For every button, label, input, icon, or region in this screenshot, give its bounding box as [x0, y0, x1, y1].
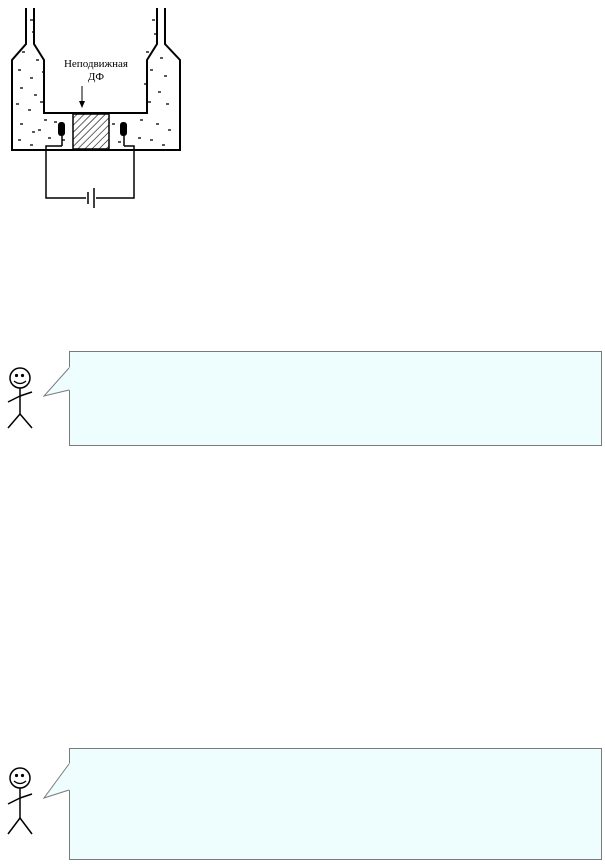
smiley-stick-figure-icon	[7, 367, 33, 429]
liquid-fill-right	[138, 19, 171, 146]
liquid-fill-left	[16, 19, 51, 146]
label-line-1: Неподвижная	[64, 58, 128, 70]
left-electrode	[58, 122, 65, 136]
right-electrode	[120, 122, 127, 136]
electroosmosis-apparatus-diagram: Неподвижная ДФ	[11, 8, 181, 208]
speech-bubble-tail	[43, 763, 70, 799]
liquid-fill-channel	[38, 121, 121, 143]
stationary-dispersed-phase	[72, 113, 110, 150]
external-circuit	[45, 136, 135, 199]
speech-bubble-tail	[43, 367, 70, 397]
label-line-2: ДФ	[88, 71, 105, 83]
speech-bubble-icon	[69, 351, 602, 446]
u-tube-vessel	[11, 8, 181, 151]
label-arrow-head	[79, 101, 85, 108]
speech-bubble-icon	[69, 748, 602, 860]
smiley-stick-figure-icon	[7, 767, 33, 835]
